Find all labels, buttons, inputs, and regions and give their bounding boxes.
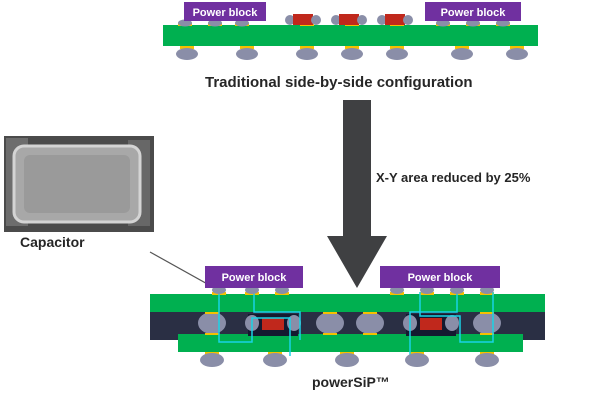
bottom-solder-balls [200, 353, 499, 367]
power-block-label: Power block [193, 7, 259, 19]
top-solder-balls [178, 19, 510, 27]
bottom-board [178, 334, 523, 352]
down-arrow [327, 100, 387, 288]
power-block: Power block [425, 2, 521, 21]
traditional-caption: Traditional side-by-side configuration [205, 74, 473, 91]
area-reduction-caption: X-Y area reduced by 25% [376, 170, 531, 185]
pcb-board [163, 25, 538, 46]
embedded-capacitor [262, 318, 284, 330]
power-block-label: Power block [408, 272, 474, 284]
power-block-label: Power block [222, 272, 288, 284]
bottom-solder-balls [176, 48, 528, 60]
power-block: Power block [205, 266, 303, 288]
powersip-configuration: Power block Power block [150, 266, 545, 367]
power-block-label: Power block [441, 7, 507, 19]
embedded-capacitor [420, 318, 442, 330]
capacitor-label: Capacitor [20, 234, 85, 250]
traditional-configuration: Power block Power block [163, 2, 538, 60]
powersip-caption: powerSiP™ [312, 374, 390, 390]
power-block: Power block [184, 2, 266, 21]
top-board [150, 294, 545, 312]
top-capacitors [285, 14, 413, 25]
power-block: Power block [380, 266, 500, 288]
current-traces [218, 292, 494, 356]
capacitor-photo [4, 136, 154, 232]
